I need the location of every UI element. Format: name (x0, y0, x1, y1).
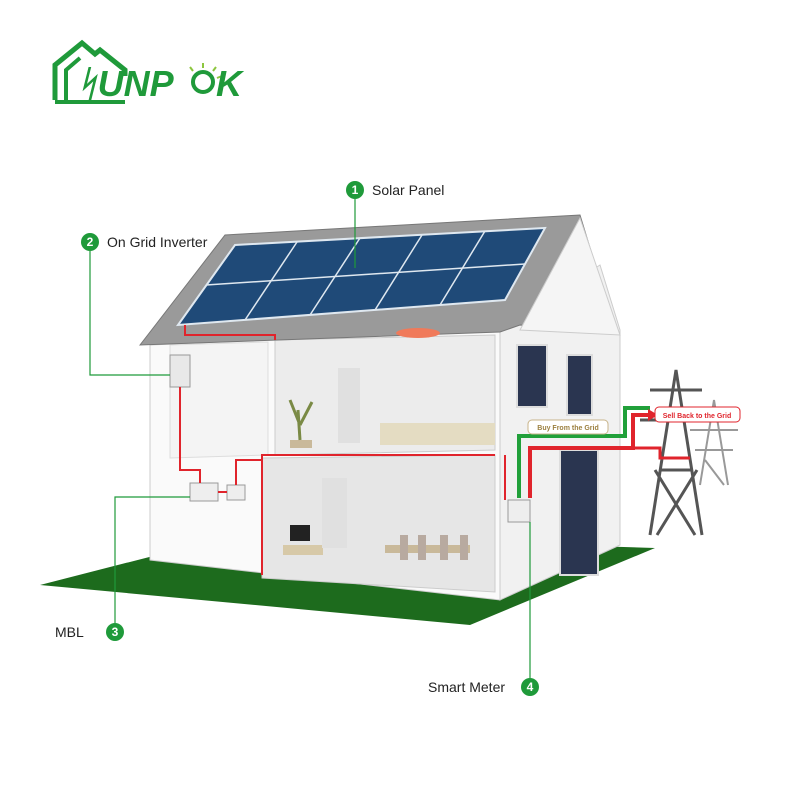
svg-text:1: 1 (352, 183, 359, 197)
svg-text:On Grid Inverter: On Grid Inverter (107, 234, 208, 250)
svg-text:3: 3 (112, 625, 119, 639)
callout-on-grid-inverter: 2 On Grid Inverter (81, 233, 208, 251)
buy-from-grid-line[interactable] (517, 406, 650, 498)
svg-text:MBL: MBL (55, 624, 84, 640)
svg-text:Solar Panel: Solar Panel (372, 182, 444, 198)
callout-leaders (89, 199, 531, 678)
ceiling-lamp (396, 328, 440, 338)
mbl-device (189, 482, 219, 502)
sunpok-logo: ᛋUNP K (52, 39, 245, 104)
svg-text:Smart Meter: Smart Meter (428, 679, 505, 695)
breaker-device (226, 484, 246, 501)
smart-meter-device (507, 499, 531, 523)
svg-text:K: K (216, 63, 245, 104)
sell-arrow-icon (648, 409, 658, 421)
svg-text:Buy From the Grid: Buy From the Grid (537, 425, 598, 432)
callout-solar-panel: 1 Solar Panel (346, 181, 444, 199)
svg-text:Sell Back to the Grid: Sell Back to the Grid (663, 413, 731, 420)
callout-smart-meter: 4 Smart Meter (428, 678, 539, 696)
svg-text:ᛋUNP: ᛋUNP (76, 63, 175, 104)
sell-back-tag: Sell Back to the Grid (654, 406, 741, 423)
wiring (179, 325, 506, 575)
power-pylon-far (690, 399, 738, 486)
inverter-device (169, 354, 191, 388)
lower-room (261, 454, 496, 593)
callout-mbl: 3 MBL (55, 623, 124, 641)
solar-panel-array (175, 226, 547, 327)
roof-gable (519, 216, 621, 336)
buy-from-grid-tag: Buy From the Grid (527, 419, 609, 435)
power-pylon (640, 369, 712, 536)
furniture (283, 368, 495, 560)
svg-text:4: 4 (527, 680, 534, 694)
svg-text:2: 2 (87, 235, 94, 249)
